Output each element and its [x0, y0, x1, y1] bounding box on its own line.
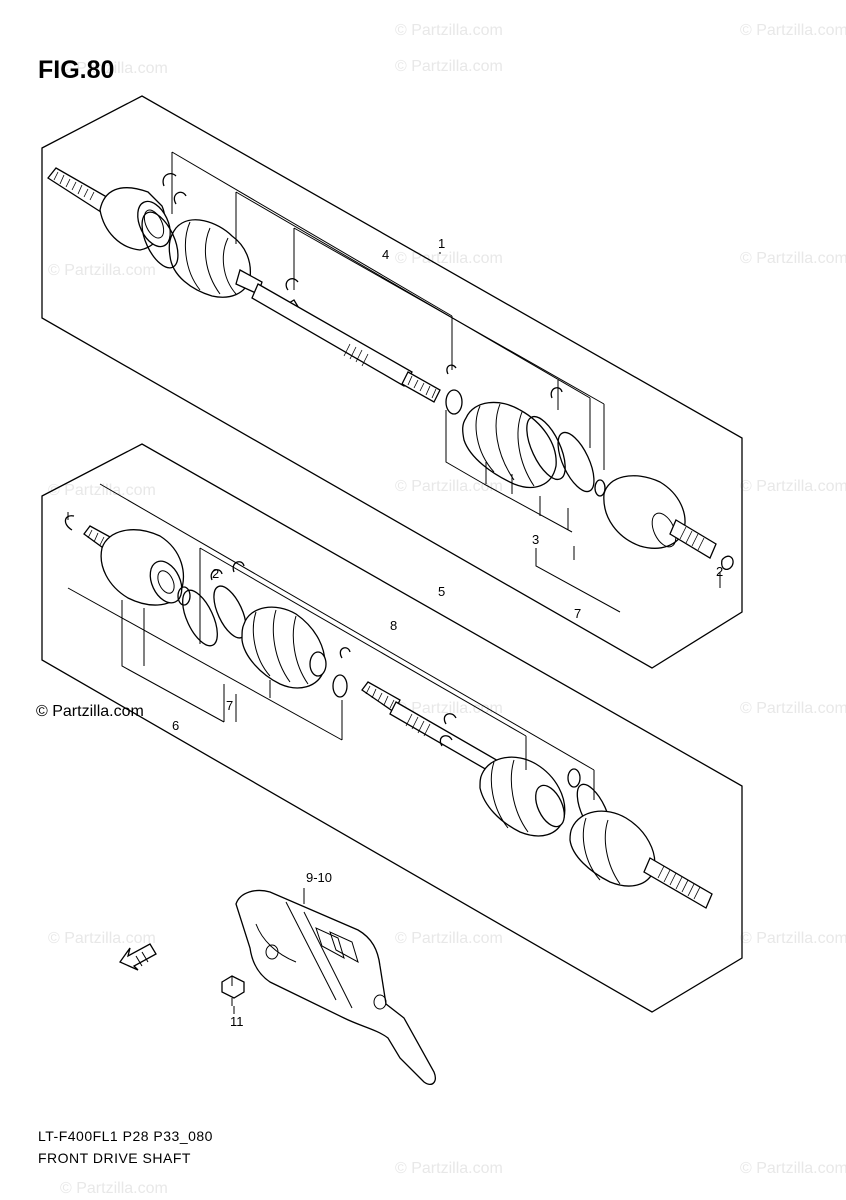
upper-assembly-frame: [41, 95, 743, 669]
lower-left-boot[interactable]: [241, 606, 351, 698]
upper-right-clamp-band[interactable]: [550, 387, 606, 497]
lower-axle-shaft[interactable]: [361, 681, 501, 775]
callout-9-10: 9-10: [306, 870, 332, 885]
watermark: © Partzilla.com: [395, 478, 503, 495]
figure-name: FRONT DRIVE SHAFT: [38, 1150, 191, 1166]
upper-left-boot[interactable]: [168, 219, 263, 298]
watermark: © Partzilla.com: [740, 250, 846, 267]
upper-axle-shaft[interactable]: [251, 283, 441, 403]
copyright-notice: © Partzilla.com: [36, 703, 144, 720]
callout-11: 11: [230, 1014, 244, 1029]
guard-leader-lines: [233, 888, 305, 1014]
lower-right-outer-joint[interactable]: [569, 780, 713, 909]
callout-5: 5: [438, 584, 445, 599]
callout-4: 4: [382, 247, 389, 262]
watermark: © Partzilla.com: [740, 478, 846, 495]
guard-bolt[interactable]: [221, 975, 245, 1006]
watermark: © Partzilla.com: [60, 1180, 168, 1197]
callout-7-upper: 7: [574, 606, 581, 621]
lower-right-boot[interactable]: [479, 756, 581, 837]
front-direction-arrow-icon: [119, 943, 157, 971]
watermark: © Partzilla.com: [395, 930, 503, 947]
callout-3: 3: [532, 532, 539, 547]
watermark: © Partzilla.com: [395, 700, 503, 717]
watermark: © Partzilla.com: [48, 262, 156, 279]
watermark: © Partzilla.com: [740, 22, 846, 39]
upper-right-outer-joint[interactable]: [603, 475, 734, 571]
watermark: © Partzilla.com: [740, 1160, 846, 1177]
watermark: © Partzilla.com: [48, 482, 156, 499]
callout-2-lower: 2: [212, 566, 219, 581]
callout-2: 2: [716, 564, 723, 579]
callout-8: 8: [390, 618, 397, 633]
watermark: © Partzilla.com: [395, 22, 503, 39]
lower-assembly-frame: [41, 443, 743, 1013]
lower-left-inner-joint[interactable]: [83, 525, 191, 608]
watermark: © Partzilla.com: [395, 1160, 503, 1177]
watermark: © Partzilla.com: [48, 930, 156, 947]
upper-inner-circlip[interactable]: [445, 364, 463, 415]
watermark: © Partzilla.com: [740, 930, 846, 947]
callout-7-lower: 7: [226, 698, 233, 713]
watermark: © Partzilla.com: [60, 60, 168, 77]
front-shaft-guard[interactable]: [235, 889, 436, 1086]
figure-title: FIG.80: [38, 56, 115, 84]
callout-6: 6: [172, 718, 179, 733]
upper-leader-lines: [171, 151, 721, 613]
figure-code: LT-F400FL1 P28 P33_080: [38, 1128, 213, 1144]
callout-1: 1: [438, 236, 445, 251]
lower-left-circlip[interactable]: [64, 515, 75, 531]
watermark: © Partzilla.com: [395, 250, 503, 267]
watermark: © Partzilla.com: [740, 700, 846, 717]
upper-left-outer-joint[interactable]: [47, 167, 177, 252]
lower-leader-lines: [67, 483, 595, 800]
watermark: © Partzilla.com: [395, 58, 503, 75]
upper-right-boot[interactable]: [462, 401, 573, 489]
